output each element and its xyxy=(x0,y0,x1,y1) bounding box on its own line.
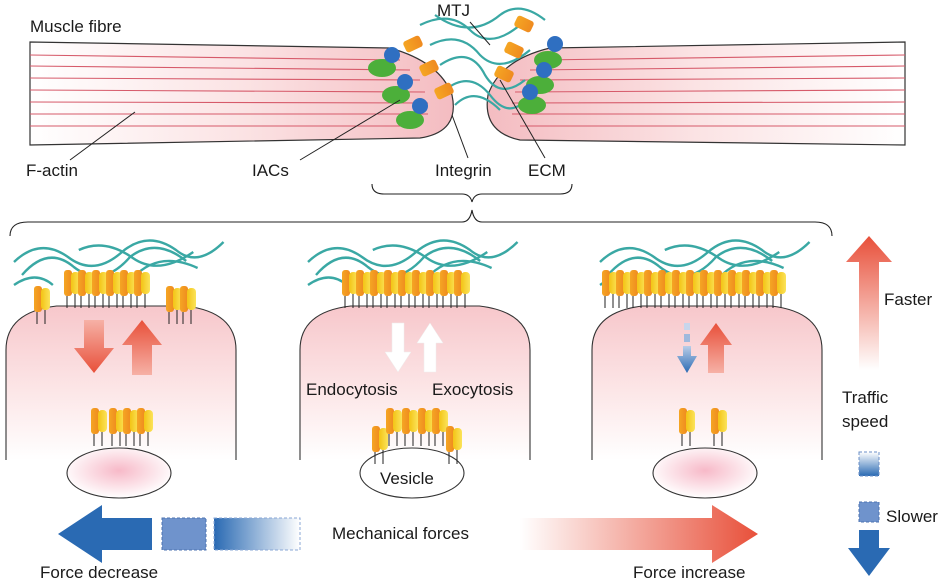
vesicle-integrin xyxy=(372,426,388,464)
vesicle-integrin xyxy=(446,426,462,464)
vesicle-integrin xyxy=(123,408,139,446)
vesicle xyxy=(66,447,172,499)
ecm-fibres-top xyxy=(419,7,546,111)
surface-integrin xyxy=(180,286,196,324)
surface-integrin xyxy=(742,270,758,308)
exocytosis-label: Exocytosis xyxy=(432,380,513,399)
surface-integrin xyxy=(384,270,400,308)
large-bracket xyxy=(9,209,833,237)
traffic-label: Traffic xyxy=(842,388,889,407)
vesicle-integrin xyxy=(432,408,448,446)
vesicle-integrin xyxy=(91,408,107,446)
surface-integrin xyxy=(700,270,716,308)
vesicle xyxy=(359,447,465,499)
surface-integrin xyxy=(658,270,674,308)
surface-integrin xyxy=(166,286,182,324)
leader-lines xyxy=(69,21,546,161)
vesicle-integrin xyxy=(711,408,727,446)
traffic-speed-faster-arrow xyxy=(846,236,892,370)
slower-label: Slower xyxy=(886,507,938,526)
vesicle-integrin xyxy=(402,408,418,446)
iac-complexes-left xyxy=(368,35,454,129)
muscle-fibre-label: Muscle fibre xyxy=(30,17,122,36)
integrin-label: Integrin xyxy=(435,161,492,180)
vesicle-integrin xyxy=(418,408,434,446)
surface-integrin xyxy=(672,270,688,308)
baseline-cell xyxy=(299,239,531,499)
vesicle-integrin xyxy=(679,408,695,446)
vesicle-integrin xyxy=(109,408,125,446)
small-bracket xyxy=(371,183,573,203)
surface-integrin xyxy=(92,270,108,308)
surface-integrin xyxy=(770,270,786,308)
surface-integrin xyxy=(64,270,80,308)
surface-integrin xyxy=(426,270,442,308)
surface-integrin xyxy=(370,270,386,308)
left-exocytosis-arrow xyxy=(122,320,162,375)
surface-integrin xyxy=(34,286,50,324)
muscle-fibre-left xyxy=(29,41,454,146)
surface-integrin xyxy=(78,270,94,308)
surface-integrin xyxy=(728,270,744,308)
faster-label: Faster xyxy=(884,290,933,309)
surface-integrin xyxy=(440,270,456,308)
mechanical-forces-label: Mechanical forces xyxy=(332,524,469,543)
middle-endocytosis-arrow xyxy=(384,322,412,373)
ecm-label: ECM xyxy=(528,161,566,180)
surface-integrin xyxy=(356,270,372,308)
iac-complexes-right xyxy=(494,15,563,114)
force-increase-label: Force increase xyxy=(633,563,745,582)
force-decrease-cell xyxy=(5,239,237,499)
surface-integrin xyxy=(644,270,660,308)
vesicle-integrin xyxy=(137,408,153,446)
surface-integrin xyxy=(120,270,136,308)
surface-integrin xyxy=(134,270,150,308)
surface-integrin xyxy=(714,270,730,308)
force-decrease-arrow xyxy=(58,505,301,563)
surface-integrin xyxy=(616,270,632,308)
surface-integrin xyxy=(342,270,358,308)
endocytosis-label: Endocytosis xyxy=(306,380,398,399)
left-endocytosis-arrow xyxy=(74,320,114,373)
iacs-label: IACs xyxy=(252,161,289,180)
surface-integrin xyxy=(686,270,702,308)
vesicle-integrin xyxy=(386,408,402,446)
vesicle-label: Vesicle xyxy=(380,469,434,488)
f-actin-label: F-actin xyxy=(26,161,78,180)
force-increase-cell xyxy=(591,239,823,499)
surface-integrin xyxy=(454,270,470,308)
traffic-speed-slower-arrow xyxy=(848,451,890,576)
middle-exocytosis-arrow xyxy=(416,322,444,373)
surface-integrin xyxy=(106,270,122,308)
speed-label: speed xyxy=(842,412,888,431)
surface-integrin xyxy=(412,270,428,308)
vesicle xyxy=(652,447,758,499)
surface-integrin xyxy=(398,270,414,308)
mtj-label: MTJ xyxy=(437,1,470,20)
right-exocytosis-arrow xyxy=(700,323,732,373)
force-increase-arrow xyxy=(520,505,758,563)
muscle-fibre-right xyxy=(486,41,906,146)
surface-integrin xyxy=(602,270,618,308)
force-decrease-label: Force decrease xyxy=(40,563,158,582)
surface-integrin xyxy=(756,270,772,308)
right-endocytosis-arrow xyxy=(677,323,697,373)
cell-panels xyxy=(5,239,823,499)
surface-integrin xyxy=(630,270,646,308)
